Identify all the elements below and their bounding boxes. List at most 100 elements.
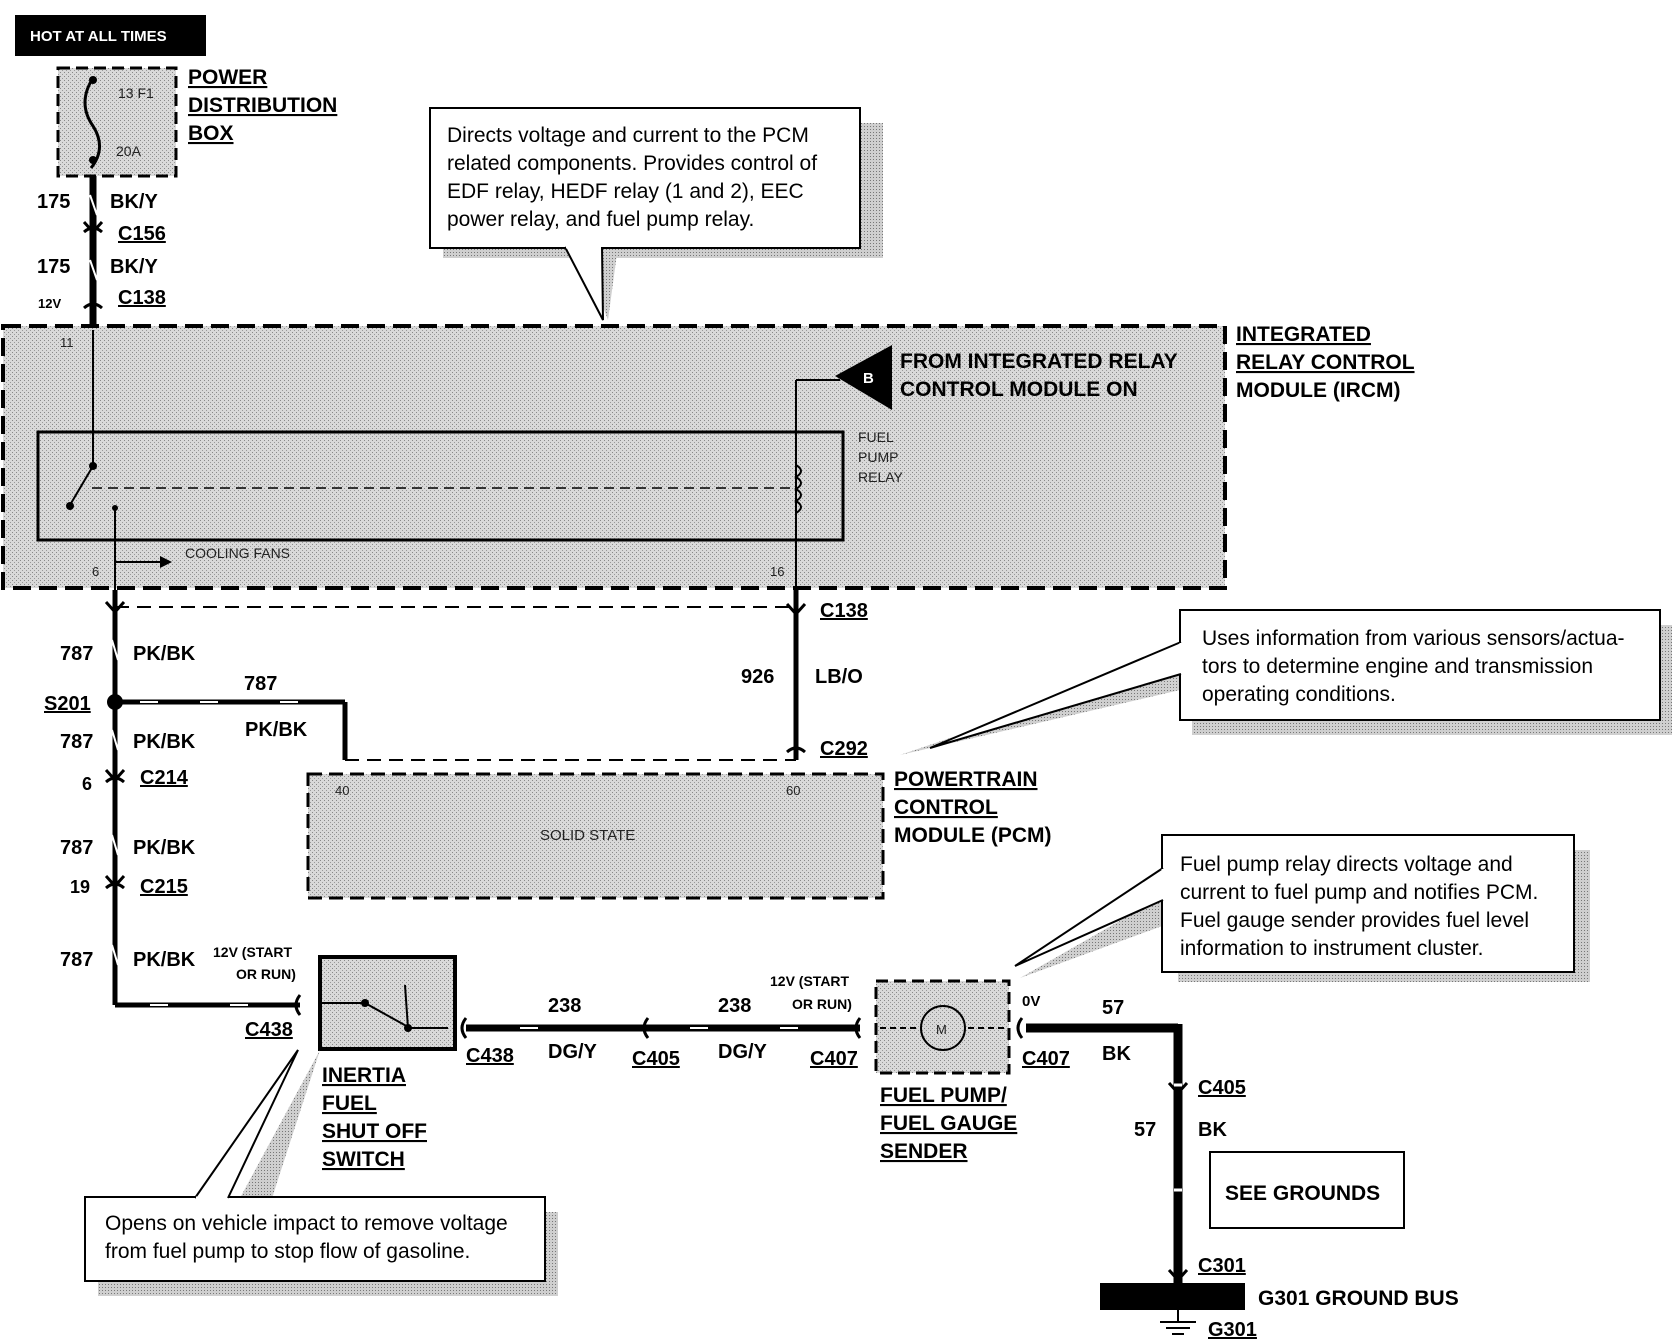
ground-circuit-1: 57 — [1102, 997, 1124, 1019]
power-box-name-2: DISTRIBUTION — [188, 94, 337, 117]
top-wire-2-color: BK/Y — [110, 256, 158, 278]
c138-bottom-connector-icon — [785, 602, 807, 617]
seg3-circuit: 787 — [60, 731, 93, 753]
inertia-callout-line-2: from fuel pump to stop flow of gasoline. — [105, 1240, 470, 1263]
inertia-name-1: INERTIA — [322, 1064, 406, 1087]
c301-label: C301 — [1198, 1255, 1246, 1277]
pcm-name-1: POWERTRAIN — [894, 768, 1038, 791]
mid-wiring: 787 PK/BK S201 787 PK/BK C138 926 LB/O C… — [44, 590, 868, 980]
pump-callout-line-1: Fuel pump relay directs voltage and — [1180, 853, 1513, 876]
inertia-name-4: SWITCH — [322, 1148, 405, 1171]
pcm-solid-state: SOLID STATE — [540, 827, 635, 844]
b-marker-letter: B — [863, 370, 874, 387]
c138-top-label: C138 — [118, 287, 166, 309]
c405-mid-connector-icon — [642, 1017, 650, 1039]
wire1-color: DG/Y — [548, 1041, 598, 1063]
hot-at-all-times-badge: HOT AT ALL TIMES — [15, 15, 206, 56]
ground-bus-label: G301 GROUND BUS — [1258, 1287, 1459, 1310]
wire2-circuit: 238 — [718, 995, 751, 1017]
top-voltage: 12V — [38, 296, 61, 311]
c214-label: C214 — [140, 767, 189, 789]
c214-pin: 6 — [82, 774, 92, 794]
ircm-callout-line-4: power relay, and fuel pump relay. — [447, 208, 754, 231]
pcm-callout-line-2: tors to determine engine and transmissio… — [1202, 655, 1593, 678]
pcm-callout-line-1: Uses information from various sensors/ac… — [1202, 627, 1625, 650]
top-wire-1-circuit: 175 — [37, 191, 70, 213]
s201-label: S201 — [44, 693, 91, 715]
pcm-name-3: MODULE (PCM) — [894, 824, 1051, 847]
pcm-module: 40 60 SOLID STATE POWERTRAIN CONTROL MOD… — [306, 768, 1051, 900]
c292-label: C292 — [820, 738, 868, 760]
branch-circuit: 787 — [244, 673, 277, 695]
hot-label: HOT AT ALL TIMES — [30, 28, 167, 45]
ground-color-2: BK — [1198, 1119, 1227, 1141]
ground-circuit-2: 57 — [1134, 1119, 1156, 1141]
cooling-fans-arrow-icon — [160, 556, 172, 568]
g301-label: G301 — [1208, 1319, 1257, 1341]
c405-mid-label: C405 — [632, 1048, 680, 1070]
zero-volt-label: 0V — [1022, 993, 1040, 1010]
top-wire: 175 BK/Y C156 175 BK/Y 12V C138 — [37, 176, 166, 330]
fuse-rating: 20A — [116, 143, 142, 159]
c438-right-label: C438 — [466, 1045, 514, 1067]
start-run-2-line-1: 12V (START — [770, 973, 850, 989]
ircm-name-3: MODULE (IRCM) — [1236, 379, 1400, 402]
seg5-color: PK/BK — [133, 949, 196, 971]
left-wire-circuit: 787 — [60, 643, 93, 665]
seg4-circuit: 787 — [60, 837, 93, 859]
c438-right-connector-icon — [460, 1017, 468, 1039]
relay-label-2: PUMP — [858, 449, 898, 465]
see-grounds-label: SEE GROUNDS — [1225, 1182, 1380, 1205]
ircm-pin-11: 11 — [60, 335, 74, 350]
motor-icon — [920, 1005, 966, 1051]
pcm-pin-60: 60 — [786, 783, 800, 798]
ircm-pin-6: 6 — [92, 564, 99, 579]
g301-ground-bus — [1100, 1283, 1245, 1310]
ircm-callout-line-2: related components. Provides control of — [447, 152, 817, 175]
c214-connector-icon — [104, 768, 126, 783]
pump-callout-line-3: Fuel gauge sender provides fuel level — [1180, 909, 1529, 932]
wire2-color: DG/Y — [718, 1041, 768, 1063]
relay-label-3: RELAY — [858, 469, 904, 485]
inertia-callout-line-1: Opens on vehicle impact to remove voltag… — [105, 1212, 508, 1235]
right-wire-circuit: 926 — [741, 666, 774, 688]
top-wire-2-circuit: 175 — [37, 256, 70, 278]
c405-ground-label: C405 — [1198, 1077, 1246, 1099]
branch-color: PK/BK — [245, 719, 308, 741]
power-box-name-3: BOX — [188, 122, 234, 145]
c156-label: C156 — [118, 223, 166, 245]
inertia-name-2: FUEL — [322, 1092, 377, 1115]
wire1-circuit: 238 — [548, 995, 581, 1017]
start-run-1-line-1: 12V (START — [213, 944, 293, 960]
left-wire-color: PK/BK — [133, 643, 196, 665]
motor-letter: M — [936, 1022, 947, 1037]
start-run-2-line-2: OR RUN) — [792, 996, 852, 1012]
c438-left-connector-icon — [294, 994, 302, 1016]
cooling-fans-label: COOLING FANS — [185, 545, 290, 561]
seg5-circuit: 787 — [60, 949, 93, 971]
ircm-pin-16: 16 — [770, 564, 784, 579]
ground-color-1: BK — [1102, 1043, 1131, 1065]
c138-top-connector-icon — [83, 302, 103, 310]
pump-callout-line-4: information to instrument cluster. — [1180, 937, 1483, 960]
seg3-color: PK/BK — [133, 731, 196, 753]
ircm-callout-line-1: Directs voltage and current to the PCM — [447, 124, 809, 147]
c138-bottom-label: C138 — [820, 600, 868, 622]
see-grounds-box — [1209, 1151, 1405, 1229]
fuel-pump-relay-box — [36, 430, 845, 542]
relay-label-1: FUEL — [858, 429, 894, 445]
ircm-module: COOLING FANS 11 6 16 FUEL PUMP RELAY B F… — [1, 323, 1415, 590]
pump-name-1: FUEL PUMP/ — [880, 1084, 1007, 1107]
top-wire-1-color: BK/Y — [110, 191, 158, 213]
c407-left-label: C407 — [810, 1048, 858, 1070]
power-distribution-box: 13 F1 20A POWER DISTRIBUTION BOX — [56, 66, 337, 178]
c215-label: C215 — [140, 876, 188, 898]
inertia-name-3: SHUT OFF — [322, 1120, 427, 1143]
c215-connector-icon — [104, 874, 126, 889]
pcm-callout-line-3: operating conditions. — [1202, 683, 1396, 706]
ircm-callout: Directs voltage and current to the PCM r… — [429, 107, 883, 321]
from-ircm-line-2: CONTROL MODULE ON — [900, 378, 1138, 401]
pcm-name-2: CONTROL — [894, 796, 998, 819]
relay-switch-icon — [69, 465, 94, 506]
